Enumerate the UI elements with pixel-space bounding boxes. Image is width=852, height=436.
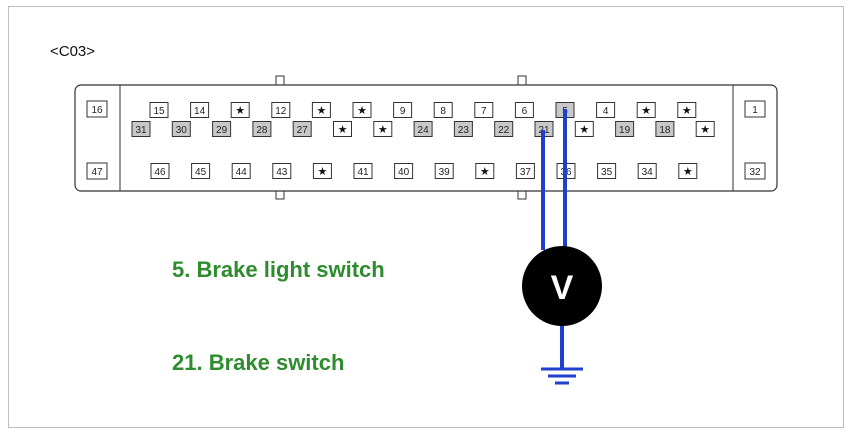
pin-12: 12 <box>271 102 291 118</box>
pin-label: 18 <box>659 125 671 136</box>
pin-label: 19 <box>619 125 631 136</box>
pin-empty: ★ <box>677 102 697 118</box>
pin-label: 29 <box>216 125 228 136</box>
pin-label: 32 <box>749 167 761 178</box>
star-icon: ★ <box>378 123 388 136</box>
star-icon: ★ <box>357 104 367 117</box>
pin-label: 41 <box>357 167 369 178</box>
pin-label: 23 <box>458 125 470 136</box>
pin-14: 14 <box>190 102 210 118</box>
pin-label: 35 <box>601 167 613 178</box>
pin-47: 47 <box>86 162 108 180</box>
legend-brake-switch: 21. Brake switch <box>172 350 344 375</box>
pin-empty: ★ <box>678 163 698 179</box>
pin-label: 4 <box>603 106 609 117</box>
pin-6: 6 <box>514 102 534 118</box>
pin-29: 29 <box>212 121 232 137</box>
pin-label: 31 <box>135 125 147 136</box>
star-icon: ★ <box>683 165 693 178</box>
pin-label: 40 <box>398 167 410 178</box>
pin-19: 19 <box>615 121 635 137</box>
pin-8: 8 <box>433 102 453 118</box>
pin-empty: ★ <box>333 121 352 137</box>
pin-44: 44 <box>231 163 251 179</box>
pin-28: 28 <box>252 121 272 137</box>
pin-label: 12 <box>275 106 287 117</box>
pin-43: 43 <box>272 163 292 179</box>
star-icon: ★ <box>338 123 348 136</box>
pin-label: 6 <box>522 106 528 117</box>
pin-30: 30 <box>171 121 191 137</box>
pin-label: 7 <box>481 106 487 117</box>
pin-label: 27 <box>297 125 309 136</box>
pin-40: 40 <box>394 163 414 179</box>
pin-41: 41 <box>353 163 373 179</box>
pin-15: 15 <box>149 102 169 118</box>
pin-label: 47 <box>91 167 103 178</box>
connector-name: <C03> <box>50 43 95 60</box>
star-icon: ★ <box>316 104 326 117</box>
pin-empty: ★ <box>373 121 393 137</box>
pin-label: 45 <box>195 167 207 178</box>
pin-empty: ★ <box>695 121 715 137</box>
star-icon: ★ <box>579 123 589 136</box>
pin-label: 28 <box>256 125 268 136</box>
pin-label: 43 <box>276 167 288 178</box>
diagram-frame <box>8 6 844 428</box>
pin-label: 37 <box>520 167 532 178</box>
pin-label: 24 <box>418 125 430 136</box>
pin-32: 32 <box>744 162 766 180</box>
pin-label: 8 <box>440 106 446 117</box>
pin-empty: ★ <box>574 121 594 137</box>
pin-1: 1 <box>744 100 766 118</box>
pin-27: 27 <box>292 121 312 137</box>
pin-empty: ★ <box>352 102 372 118</box>
pin-18: 18 <box>655 121 675 137</box>
star-icon: ★ <box>235 104 245 117</box>
pin-39: 39 <box>434 163 454 179</box>
pin-46: 46 <box>150 163 170 179</box>
pin-35: 35 <box>597 163 617 179</box>
pin-31: 31 <box>131 121 151 137</box>
pin-label: 15 <box>153 106 165 117</box>
star-icon: ★ <box>700 123 710 136</box>
pin-empty: ★ <box>230 102 250 118</box>
legend-brake-light-switch: 5. Brake light switch <box>172 257 385 282</box>
pin-group: 1514★12★★987654★★3130292827★★24232221★19… <box>86 100 766 180</box>
pin-23: 23 <box>453 121 473 137</box>
pin-24: 24 <box>413 121 433 137</box>
voltmeter-label: V <box>551 269 574 307</box>
star-icon: ★ <box>641 104 651 117</box>
pin-45: 45 <box>191 163 211 179</box>
pin-16: 16 <box>86 100 108 118</box>
pin-label: 44 <box>236 167 248 178</box>
pin-9: 9 <box>393 102 413 118</box>
pin-label: 22 <box>498 125 510 136</box>
pin-empty: ★ <box>636 102 656 118</box>
pin-empty: ★ <box>312 163 332 179</box>
pin-label: 14 <box>194 106 206 117</box>
pin-label: 1 <box>752 105 758 116</box>
pin-label: 30 <box>176 125 188 136</box>
pin-4: 4 <box>596 102 616 118</box>
pin-22: 22 <box>494 121 514 137</box>
pin-label: 46 <box>154 167 166 178</box>
star-icon: ★ <box>480 165 490 178</box>
ground-icon <box>541 367 583 385</box>
star-icon: ★ <box>317 165 327 178</box>
pin-34: 34 <box>637 163 657 179</box>
pin-7: 7 <box>474 102 494 118</box>
voltmeter-symbol <box>522 246 602 326</box>
pin-empty: ★ <box>475 163 495 179</box>
pin-37: 37 <box>515 163 535 179</box>
pin-label: 34 <box>642 167 654 178</box>
connector-body <box>74 84 778 192</box>
star-icon: ★ <box>682 104 692 117</box>
pin-label: 39 <box>439 167 451 178</box>
pin-label: 16 <box>91 105 103 116</box>
pin-empty: ★ <box>311 102 331 118</box>
pin-label: 9 <box>400 106 406 117</box>
